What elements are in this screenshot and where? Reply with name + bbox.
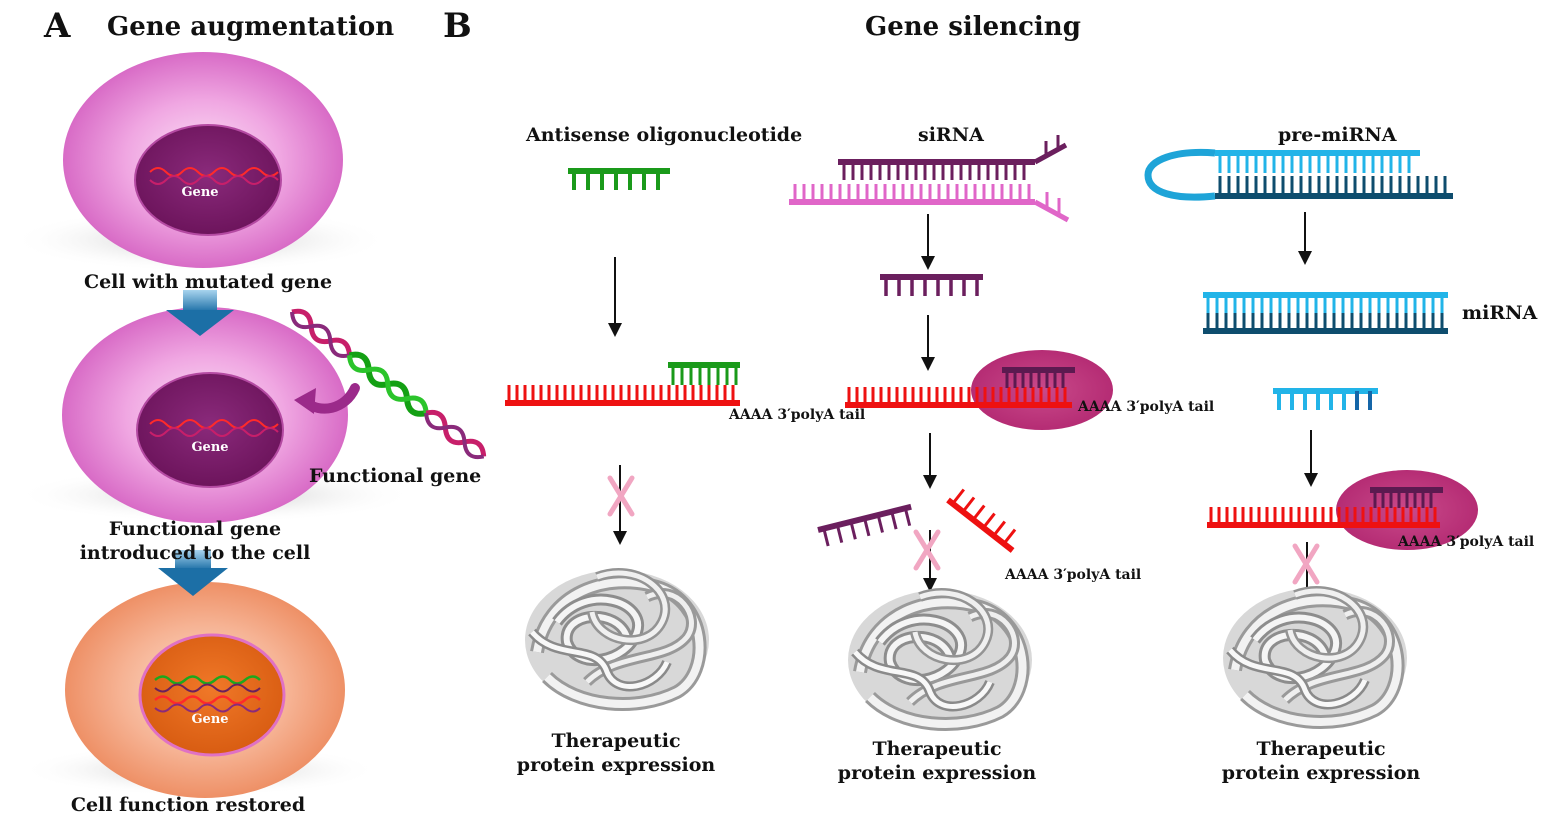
mutated-gene-icon — [149, 419, 279, 437]
cell-restored — [20, 582, 380, 798]
cell-restored-label: Cell function restored — [70, 794, 306, 816]
cell-introduced-label-1: Functional gene — [108, 518, 282, 540]
pre-mirna-hairpin — [1144, 148, 1453, 201]
mutated-gene-icon — [149, 167, 279, 185]
gene-label: Gene — [191, 712, 229, 727]
outcome-label-2: protein expression — [516, 754, 716, 776]
curved-arrow-icon — [294, 383, 360, 414]
cell-gene-introduced — [15, 307, 415, 523]
functional-gene-dna-icon — [290, 308, 487, 460]
panel-b-letter: B — [443, 6, 472, 46]
protein-icon — [525, 570, 709, 710]
polya-label: AAAA 3′polyA tail — [1005, 567, 1142, 583]
panel-a-letter: A — [44, 6, 71, 46]
outcome-label-1: Therapeutic — [1256, 738, 1386, 760]
arrow-down-icon — [158, 550, 228, 596]
risc-complex-sirna — [845, 350, 1113, 430]
polya-label: AAAA 3′polyA tail — [729, 407, 866, 423]
panel-a-title: Gene augmentation — [107, 12, 395, 42]
protein-icon — [848, 590, 1032, 730]
cell-mutated — [10, 52, 390, 272]
polya-label: AAAA 3′polyA tail — [1398, 534, 1535, 550]
aso-strand — [568, 168, 670, 190]
gene-label: Gene — [191, 440, 229, 455]
cleaved-sirna-fragment — [817, 503, 912, 547]
outcome-label-1: Therapeutic — [872, 738, 1002, 760]
protein-icon — [1223, 588, 1407, 728]
arrow-down-icon — [166, 290, 234, 336]
outcome-label-2: protein expression — [1221, 762, 1421, 784]
premirna-label: pre-miRNA — [1278, 124, 1397, 146]
sirna-duplex — [789, 135, 1070, 223]
outcome-label-2: protein expression — [837, 762, 1037, 784]
mrna-aso-duplex — [505, 362, 740, 406]
block-x-icon — [916, 532, 938, 568]
panel-b-title: Gene silencing — [865, 12, 1081, 42]
gene-label: Gene — [181, 185, 219, 200]
cell-introduced-label-2: introduced to the cell — [79, 542, 311, 564]
polya-label: AAAA 3′polyA tail — [1078, 399, 1215, 415]
cell-mutated-label: Cell with mutated gene — [83, 271, 333, 293]
risc-complex-mirna — [1207, 470, 1478, 550]
sirna-label: siRNA — [918, 124, 984, 146]
mirna-duplex — [1203, 292, 1448, 334]
functional-gene-label: Functional gene — [309, 465, 482, 487]
cleaved-mrna-fragment — [946, 488, 1017, 553]
aso-label: Antisense oligonucleotide — [526, 124, 803, 146]
mirna-guide-strand — [1273, 388, 1378, 410]
outcome-label-1: Therapeutic — [551, 730, 681, 752]
mirna-label: miRNA — [1462, 302, 1538, 324]
sirna-guide-strand — [880, 274, 983, 296]
restored-gene-icon — [154, 675, 261, 713]
